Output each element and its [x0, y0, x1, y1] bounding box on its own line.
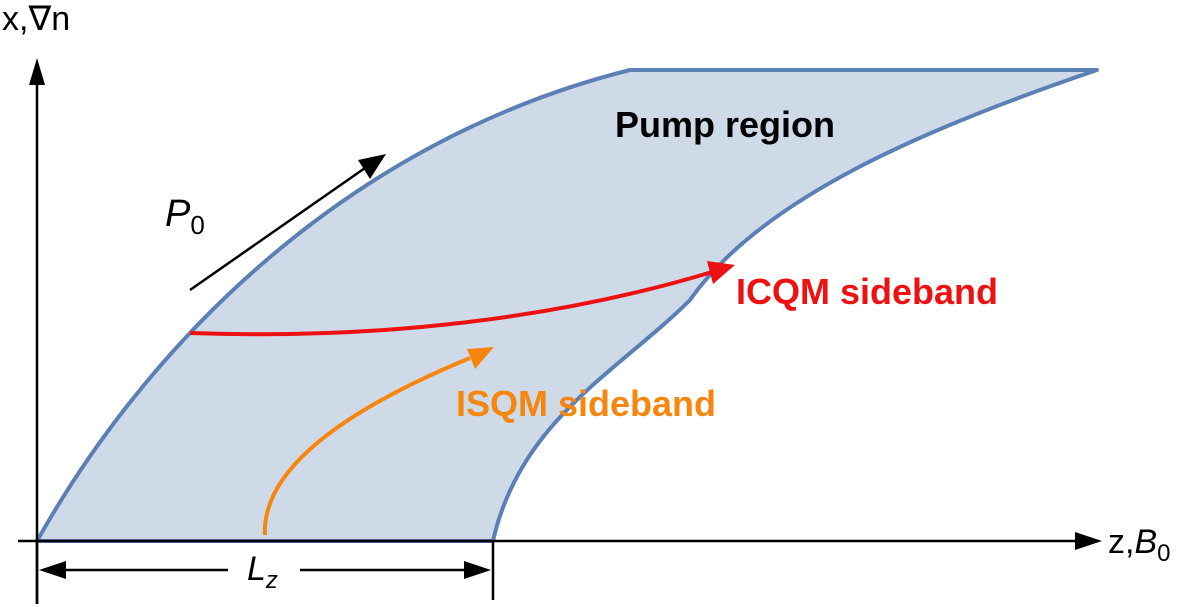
width-marker-label: Lz	[247, 550, 278, 594]
momentum-label: P0	[165, 193, 205, 240]
y-axis	[29, 58, 45, 604]
x-axis	[18, 532, 1102, 550]
momentum-arrow	[189, 154, 386, 292]
width-marker	[35, 541, 495, 604]
x-axis-label: z,B0	[1108, 523, 1171, 567]
icqm-sideband-arrow	[189, 261, 735, 337]
icqm-sideband-label: ICQM sideband	[736, 271, 998, 312]
y-axis-label: x,∇n	[2, 0, 70, 38]
isqm-sideband-label: ISQM sideband	[456, 383, 716, 424]
isqm-sideband-arrow	[262, 347, 494, 536]
pump-region-label: Pump region	[615, 104, 835, 145]
